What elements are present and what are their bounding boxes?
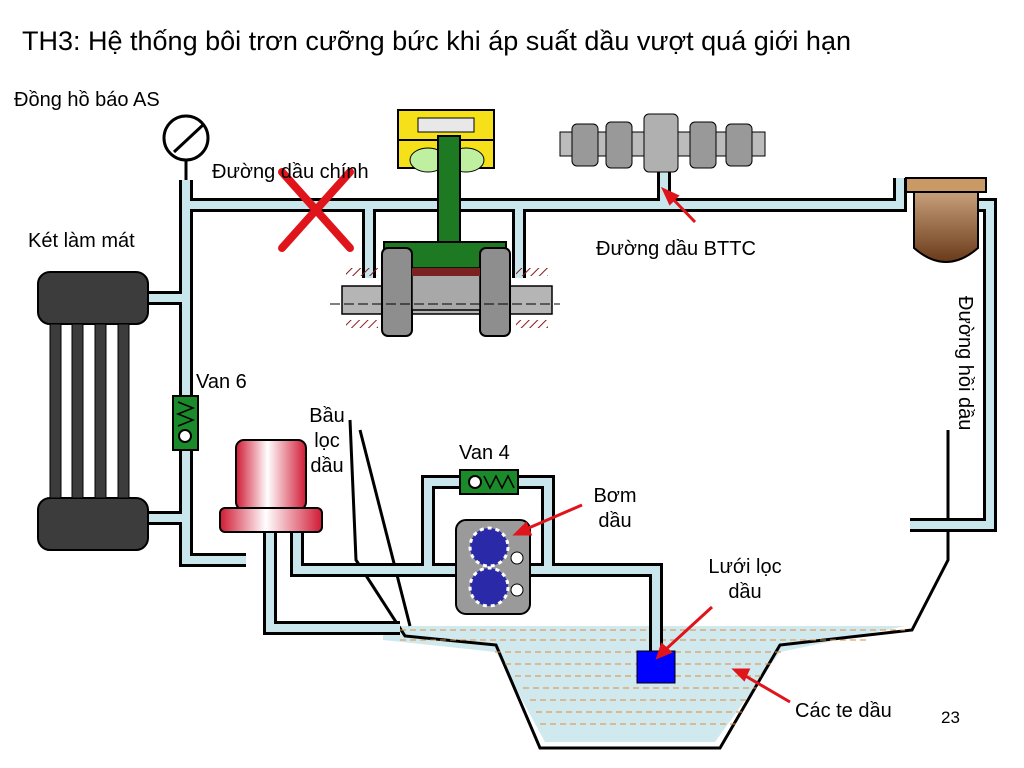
oil-level-lines: [400, 629, 905, 725]
callout-arrows: [512, 186, 791, 704]
label-oil-filter-line2: lọc: [314, 430, 340, 452]
label-oil-pump-line1: Bơm: [593, 485, 637, 507]
label-oil-filter-line1: Bầu: [309, 405, 345, 427]
label-oil-filter-line3: dầu: [310, 455, 344, 477]
label-oil-screen-line2: dầu: [728, 581, 762, 603]
oil-pump: [455, 519, 531, 615]
red-x-icon: [278, 168, 354, 252]
label-camshaft-oil-line: Đường dầu BTTC: [596, 238, 756, 260]
oil-screen: [636, 650, 676, 684]
label-oil-pump-line2: dầu: [598, 510, 632, 532]
oil-cooler: [37, 271, 149, 551]
label-oil-pump: Bơm dầu: [582, 484, 648, 534]
label-main-oil-line: Đường dầu chính: [212, 161, 369, 183]
label-oil-screen: Lưới lọc dầu: [700, 555, 790, 605]
oil-filler-cap: [905, 177, 987, 263]
oil-filter: [219, 439, 323, 533]
label-oil-screen-line1: Lưới lọc: [708, 556, 782, 578]
valve-4: [459, 469, 519, 495]
slide-number: 23: [941, 708, 960, 727]
camshaft: [559, 113, 766, 173]
oil-pipes: [148, 170, 997, 655]
label-oil-sump: Các te dầu: [795, 700, 892, 722]
valve-6: [172, 395, 199, 451]
label-valve-4: Van 4: [459, 442, 510, 464]
crank-mechanism: [330, 109, 560, 337]
label-oil-cooler: Két làm mát: [28, 230, 135, 252]
oil-sump: [348, 419, 950, 750]
label-pressure-gauge: Đồng hồ báo AS: [14, 89, 160, 111]
label-valve-6: Van 6: [196, 371, 247, 393]
label-oil-return-line: Đường hồi dầu: [954, 296, 976, 431]
slide-title: TH3: Hệ thống bôi trơn cưỡng bức khi áp …: [22, 26, 851, 56]
pressure-gauge-icon: [162, 114, 210, 180]
label-oil-filter: Bầu lọc dầu: [302, 404, 352, 479]
